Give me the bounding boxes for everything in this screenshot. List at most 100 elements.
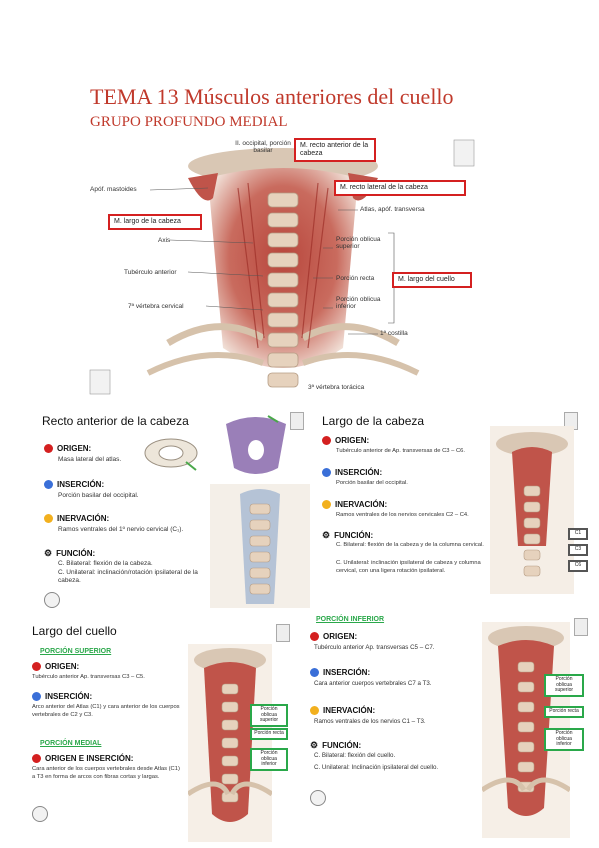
funcion-heading: ⚙ FUNCIÓN:: [322, 530, 373, 541]
funcion-icon: ⚙: [310, 740, 319, 750]
funcion-text-1: C. Bilateral: flexión de la cabeza.: [58, 560, 153, 567]
insercion-text: Porción basilar del occipital.: [336, 480, 408, 486]
logo-bl: [32, 806, 48, 822]
logo-bl: [310, 790, 326, 806]
atlas-bone-image: [144, 438, 198, 471]
insercion-label: INSERCIÓN:: [323, 668, 371, 677]
card-title: Recto anterior de la cabeza: [42, 414, 189, 428]
inervacion-icon: [44, 514, 53, 523]
main-figure: II. occipital, porción basilar M. recto …: [88, 138, 478, 400]
insercion-label: INSERCIÓN:: [335, 468, 383, 477]
origen-label: ORIGEN:: [45, 662, 80, 671]
porcion-inferior-heading: PORCIÓN INFERIOR: [316, 616, 385, 623]
label-3-toracica: 3ª vértebra torácica: [308, 384, 365, 391]
card-title: Largo de la cabeza: [322, 414, 425, 428]
porcion-superior-heading: PORCIÓN SUPERIOR: [40, 648, 112, 655]
box-oblicua-inf: Porción oblicua inferior: [250, 748, 288, 771]
redbox-recto-anterior: M. recto anterior de la cabeza: [294, 138, 376, 163]
redbox-largo-cuello: M. largo del cuello: [392, 272, 472, 289]
label-1-costilla: 1ª costilla: [380, 330, 408, 337]
funcion-text-2: C. Unilateral: inclinación ipsilateral d…: [336, 560, 481, 574]
insercion-text: Porción basilar del occipital.: [58, 492, 139, 499]
longus-capitis-image: [490, 426, 574, 594]
longus-colli-image: [188, 644, 272, 842]
card-largo-cabeza: Largo de la cabeza C1 C3 C6 ORIGEN: Tubé…: [314, 406, 588, 612]
funcion-icon: ⚙: [322, 530, 331, 540]
inervacion-text: Ramos ventrales de los nervios cervicale…: [336, 512, 469, 518]
origen-text: Tubérculo anterior Ap. transversas C5 – …: [314, 644, 435, 651]
box-oblicua-sup: Porción oblicua superior: [250, 704, 288, 727]
insercion-heading: INSERCIÓN:: [322, 468, 382, 477]
insercion-icon: [44, 480, 53, 489]
label-tuberculo: Tubérculo anterior: [124, 269, 177, 276]
inervacion-icon: [310, 706, 319, 715]
inervacion-heading: INERVACIÓN:: [44, 514, 109, 523]
funcion-icon: ⚙: [44, 548, 53, 558]
insercion-label: INSERCIÓN:: [45, 692, 93, 701]
label-porcion-recta: Porción recta: [336, 275, 375, 282]
funcion-heading: ⚙ FUNCIÓN:: [44, 548, 95, 559]
origen-heading: ORIGEN:: [32, 662, 79, 671]
cervical-spine-image: [210, 484, 310, 608]
logo-tr: [574, 618, 588, 636]
insercion-text: Cara anterior cuerpos vertebrales C7 a T…: [314, 680, 432, 687]
origen-text: Tubérculo anterior de Ap. transversas de…: [336, 448, 465, 454]
inervacion-heading: INERVACIÓN:: [322, 500, 387, 509]
card-recto-anterior: Recto anterior de la cabeza ORIGEN: Masa…: [34, 406, 312, 612]
funcion-text-1: C. Bilateral: flexión de la cabeza y de …: [336, 542, 484, 548]
box-oblicua-inf: Porción oblicua inferior: [544, 728, 584, 751]
inervacion-text: Ramos ventrales de los nervios C1 – T3.: [314, 718, 426, 725]
origen-icon: [32, 662, 41, 671]
label-oblicua-sup: Porción oblicua superior: [336, 236, 381, 251]
inervacion-icon: [322, 500, 331, 509]
inervacion-text: Ramos ventrales del 1º nervio cervical (…: [58, 526, 184, 533]
side-label-c3: C3: [568, 544, 588, 556]
origen-icon: [310, 632, 319, 641]
box-oblicua-sup: Porción oblicua superior: [544, 674, 584, 697]
skull-base-image: [226, 415, 286, 474]
insercion-heading: INSERCIÓN:: [44, 480, 104, 489]
side-label-c1: C1: [568, 528, 588, 540]
inervacion-label: INERVACIÓN:: [57, 514, 110, 523]
insercion-label: INSERCIÓN:: [57, 480, 105, 489]
card-largo-cuello: Largo del cuello Porción oblicua superio…: [28, 616, 298, 842]
redbox-largo-cabeza: M. largo de la cabeza: [108, 214, 202, 231]
page-subtitle: GRUPO PROFUNDO MEDIAL: [90, 114, 288, 130]
insercion-icon: [310, 668, 319, 677]
label-axis: Axis: [158, 237, 171, 244]
label-7-vertebra: 7ª vértebra cervical: [128, 303, 184, 310]
funcion-heading: ⚙ FUNCIÓN:: [310, 740, 361, 751]
origen-heading: ORIGEN:: [310, 632, 357, 641]
insercion-heading: INSERCIÓN:: [310, 668, 370, 677]
funcion-label: FUNCIÓN:: [334, 531, 374, 540]
origen-heading: ORIGEN:: [44, 444, 91, 453]
redbox-recto-lateral: M. recto lateral de la cabeza: [334, 180, 466, 197]
origen-insercion-text: Cara anterior de los cuerpos vertebrales…: [32, 766, 180, 780]
origen-icon: [322, 436, 331, 445]
origen-heading: ORIGEN:: [322, 436, 369, 445]
inervacion-label: INERVACIÓN:: [335, 500, 388, 509]
box-recta: Porción recta: [544, 706, 584, 718]
origen-icon: [32, 754, 41, 763]
label-atlas: Atlas, apóf. transversa: [360, 206, 425, 213]
page-title: TEMA 13 Músculos anteriores del cuello: [90, 84, 454, 109]
logo-tr: [276, 624, 290, 642]
funcion-label: FUNCIÓN:: [56, 549, 96, 558]
origen-label: ORIGEN:: [323, 632, 358, 641]
label-occipital: II. occipital, porción basilar: [235, 140, 291, 155]
origen-icon: [44, 444, 53, 453]
origen-text: Masa lateral del atlas.: [58, 456, 122, 463]
porcion-medial-heading: PORCIÓN MEDIAL: [40, 740, 102, 747]
insercion-icon: [32, 692, 41, 701]
label-oblicua-inf: Porción oblicua inferior: [336, 296, 381, 311]
insercion-icon: [322, 468, 331, 477]
origen-text: Tubérculo anterior Ap. transversas C3 – …: [32, 674, 145, 680]
inervacion-label: INERVACIÓN:: [323, 706, 376, 715]
label-mastoides: Apóf. mastoides: [90, 186, 137, 193]
insercion-text: Arco anterior del Atlas (C1) y cara ante…: [32, 704, 180, 718]
logo-tr: [290, 412, 304, 430]
funcion-text-1: C. Bilateral: flexión del cuello.: [314, 752, 396, 759]
side-label-c6: C6: [568, 560, 588, 572]
funcion-text-2: C. Unilateral: inclinación/rotación ipsi…: [58, 569, 198, 585]
origen-label: ORIGEN:: [57, 444, 92, 453]
